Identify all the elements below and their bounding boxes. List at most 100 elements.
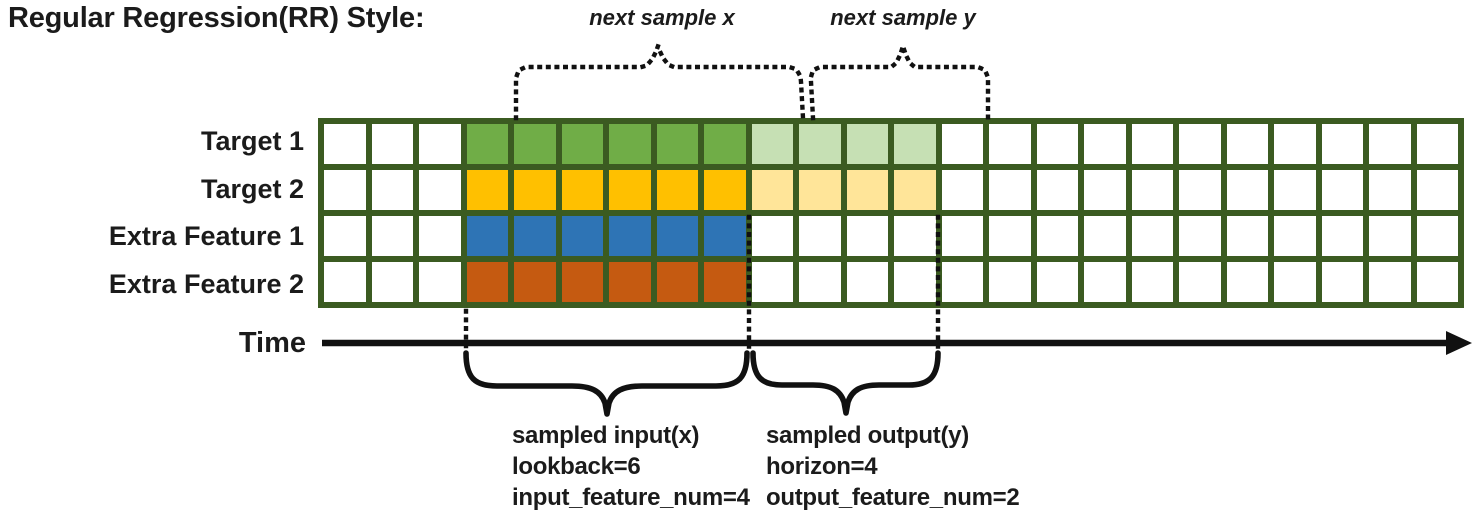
grid-cell <box>609 170 651 210</box>
sampled-input-brace <box>463 350 750 417</box>
grid-cell <box>656 170 698 210</box>
grid-cell <box>989 124 1031 164</box>
grid-cell <box>371 216 413 256</box>
grid-cell <box>799 216 841 256</box>
grid-cell <box>846 216 888 256</box>
grid-cell <box>324 124 366 164</box>
grid-cell <box>941 216 983 256</box>
grid-cell <box>466 124 508 164</box>
grid-cell <box>1084 124 1126 164</box>
grid-cell <box>561 216 603 256</box>
grid-cell <box>941 170 983 210</box>
sample-grid <box>318 118 1464 308</box>
grid-cell <box>1416 216 1458 256</box>
next-sample-y-brace <box>808 37 991 121</box>
grid-cell <box>1084 262 1126 302</box>
sampled-input-callout: sampled input(x) lookback=6 input_featur… <box>512 420 750 513</box>
grid-cell <box>1036 124 1078 164</box>
grid-cell <box>609 216 651 256</box>
grid-cell <box>989 216 1031 256</box>
grid-cell <box>1226 262 1268 302</box>
next-sample-x-brace <box>513 39 806 121</box>
grid-cell <box>751 216 793 256</box>
grid-cell <box>466 216 508 256</box>
sampled-output-title: sampled output(y) <box>766 422 969 449</box>
grid-cell <box>894 170 936 210</box>
grid-cell <box>989 262 1031 302</box>
grid-cell <box>1416 170 1458 210</box>
grid-cell <box>751 262 793 302</box>
grid-cell <box>846 262 888 302</box>
grid-cell <box>704 262 746 302</box>
grid-cell <box>1131 262 1173 302</box>
grid-cell <box>1084 216 1126 256</box>
grid-cell <box>704 170 746 210</box>
grid-cell <box>1416 124 1458 164</box>
grid-cell <box>799 170 841 210</box>
grid-cell <box>371 262 413 302</box>
grid-cell <box>514 170 556 210</box>
lookback-value: lookback=6 <box>512 453 641 480</box>
grid-cell <box>799 124 841 164</box>
grid-cell <box>1179 216 1221 256</box>
grid-cell <box>371 124 413 164</box>
grid-cell <box>466 170 508 210</box>
sampled-output-brace <box>750 350 941 416</box>
time-axis-label: Time <box>238 327 306 359</box>
grid-cell <box>846 170 888 210</box>
grid-cell <box>751 170 793 210</box>
grid-cell <box>1036 216 1078 256</box>
grid-cell <box>419 216 461 256</box>
grid-cell <box>1274 262 1316 302</box>
grid-cell <box>1321 262 1363 302</box>
horizon-value: horizon=4 <box>766 453 878 480</box>
next-sample-y-label: next sample y <box>830 5 976 30</box>
grid-cell <box>466 262 508 302</box>
grid-cell <box>1179 170 1221 210</box>
grid-cell <box>1416 262 1458 302</box>
grid-cell <box>1321 124 1363 164</box>
grid-cell <box>894 262 936 302</box>
grid-cell <box>609 262 651 302</box>
grid-cell <box>1274 124 1316 164</box>
input-feature-num-value: input_feature_num=4 <box>512 484 750 511</box>
grid-cell <box>1036 170 1078 210</box>
grid-cell <box>419 124 461 164</box>
grid-cell <box>324 170 366 210</box>
time-axis-arrowhead <box>1446 331 1472 355</box>
grid-cell <box>704 216 746 256</box>
sampled-output-callout: sampled output(y) horizon=4 output_featu… <box>766 420 1020 513</box>
output-feature-num-value: output_feature_num=2 <box>766 484 1020 511</box>
diagram-title: Regular Regression(RR) Style: <box>8 2 425 34</box>
row-label-extra-feature-2: Extra Feature 2 <box>108 268 304 299</box>
grid-cell <box>1226 124 1268 164</box>
grid-cell <box>1369 216 1411 256</box>
grid-cell <box>656 216 698 256</box>
grid-cell <box>1084 170 1126 210</box>
grid-cell <box>1321 170 1363 210</box>
grid-cell <box>561 124 603 164</box>
grid-cell <box>1131 124 1173 164</box>
grid-cell <box>656 124 698 164</box>
grid-cell <box>371 170 413 210</box>
row-label-column: Target 1 Target 2 Extra Feature 1 Extra … <box>0 118 310 308</box>
grid-cell <box>1321 216 1363 256</box>
grid-cell <box>419 262 461 302</box>
next-sample-x-label: next sample x <box>589 5 735 30</box>
grid-cell <box>1369 262 1411 302</box>
grid-cell <box>514 216 556 256</box>
grid-cell <box>656 262 698 302</box>
grid-cell <box>846 124 888 164</box>
grid-cell <box>941 262 983 302</box>
grid-cell <box>1131 170 1173 210</box>
grid-cell <box>799 262 841 302</box>
row-label-target-1: Target 1 <box>200 126 304 157</box>
grid-cell <box>704 124 746 164</box>
grid-cell <box>1036 262 1078 302</box>
grid-cell <box>1226 170 1268 210</box>
grid-cell <box>1179 124 1221 164</box>
grid-cell <box>1274 170 1316 210</box>
grid-cell <box>514 262 556 302</box>
grid-cell <box>1369 124 1411 164</box>
